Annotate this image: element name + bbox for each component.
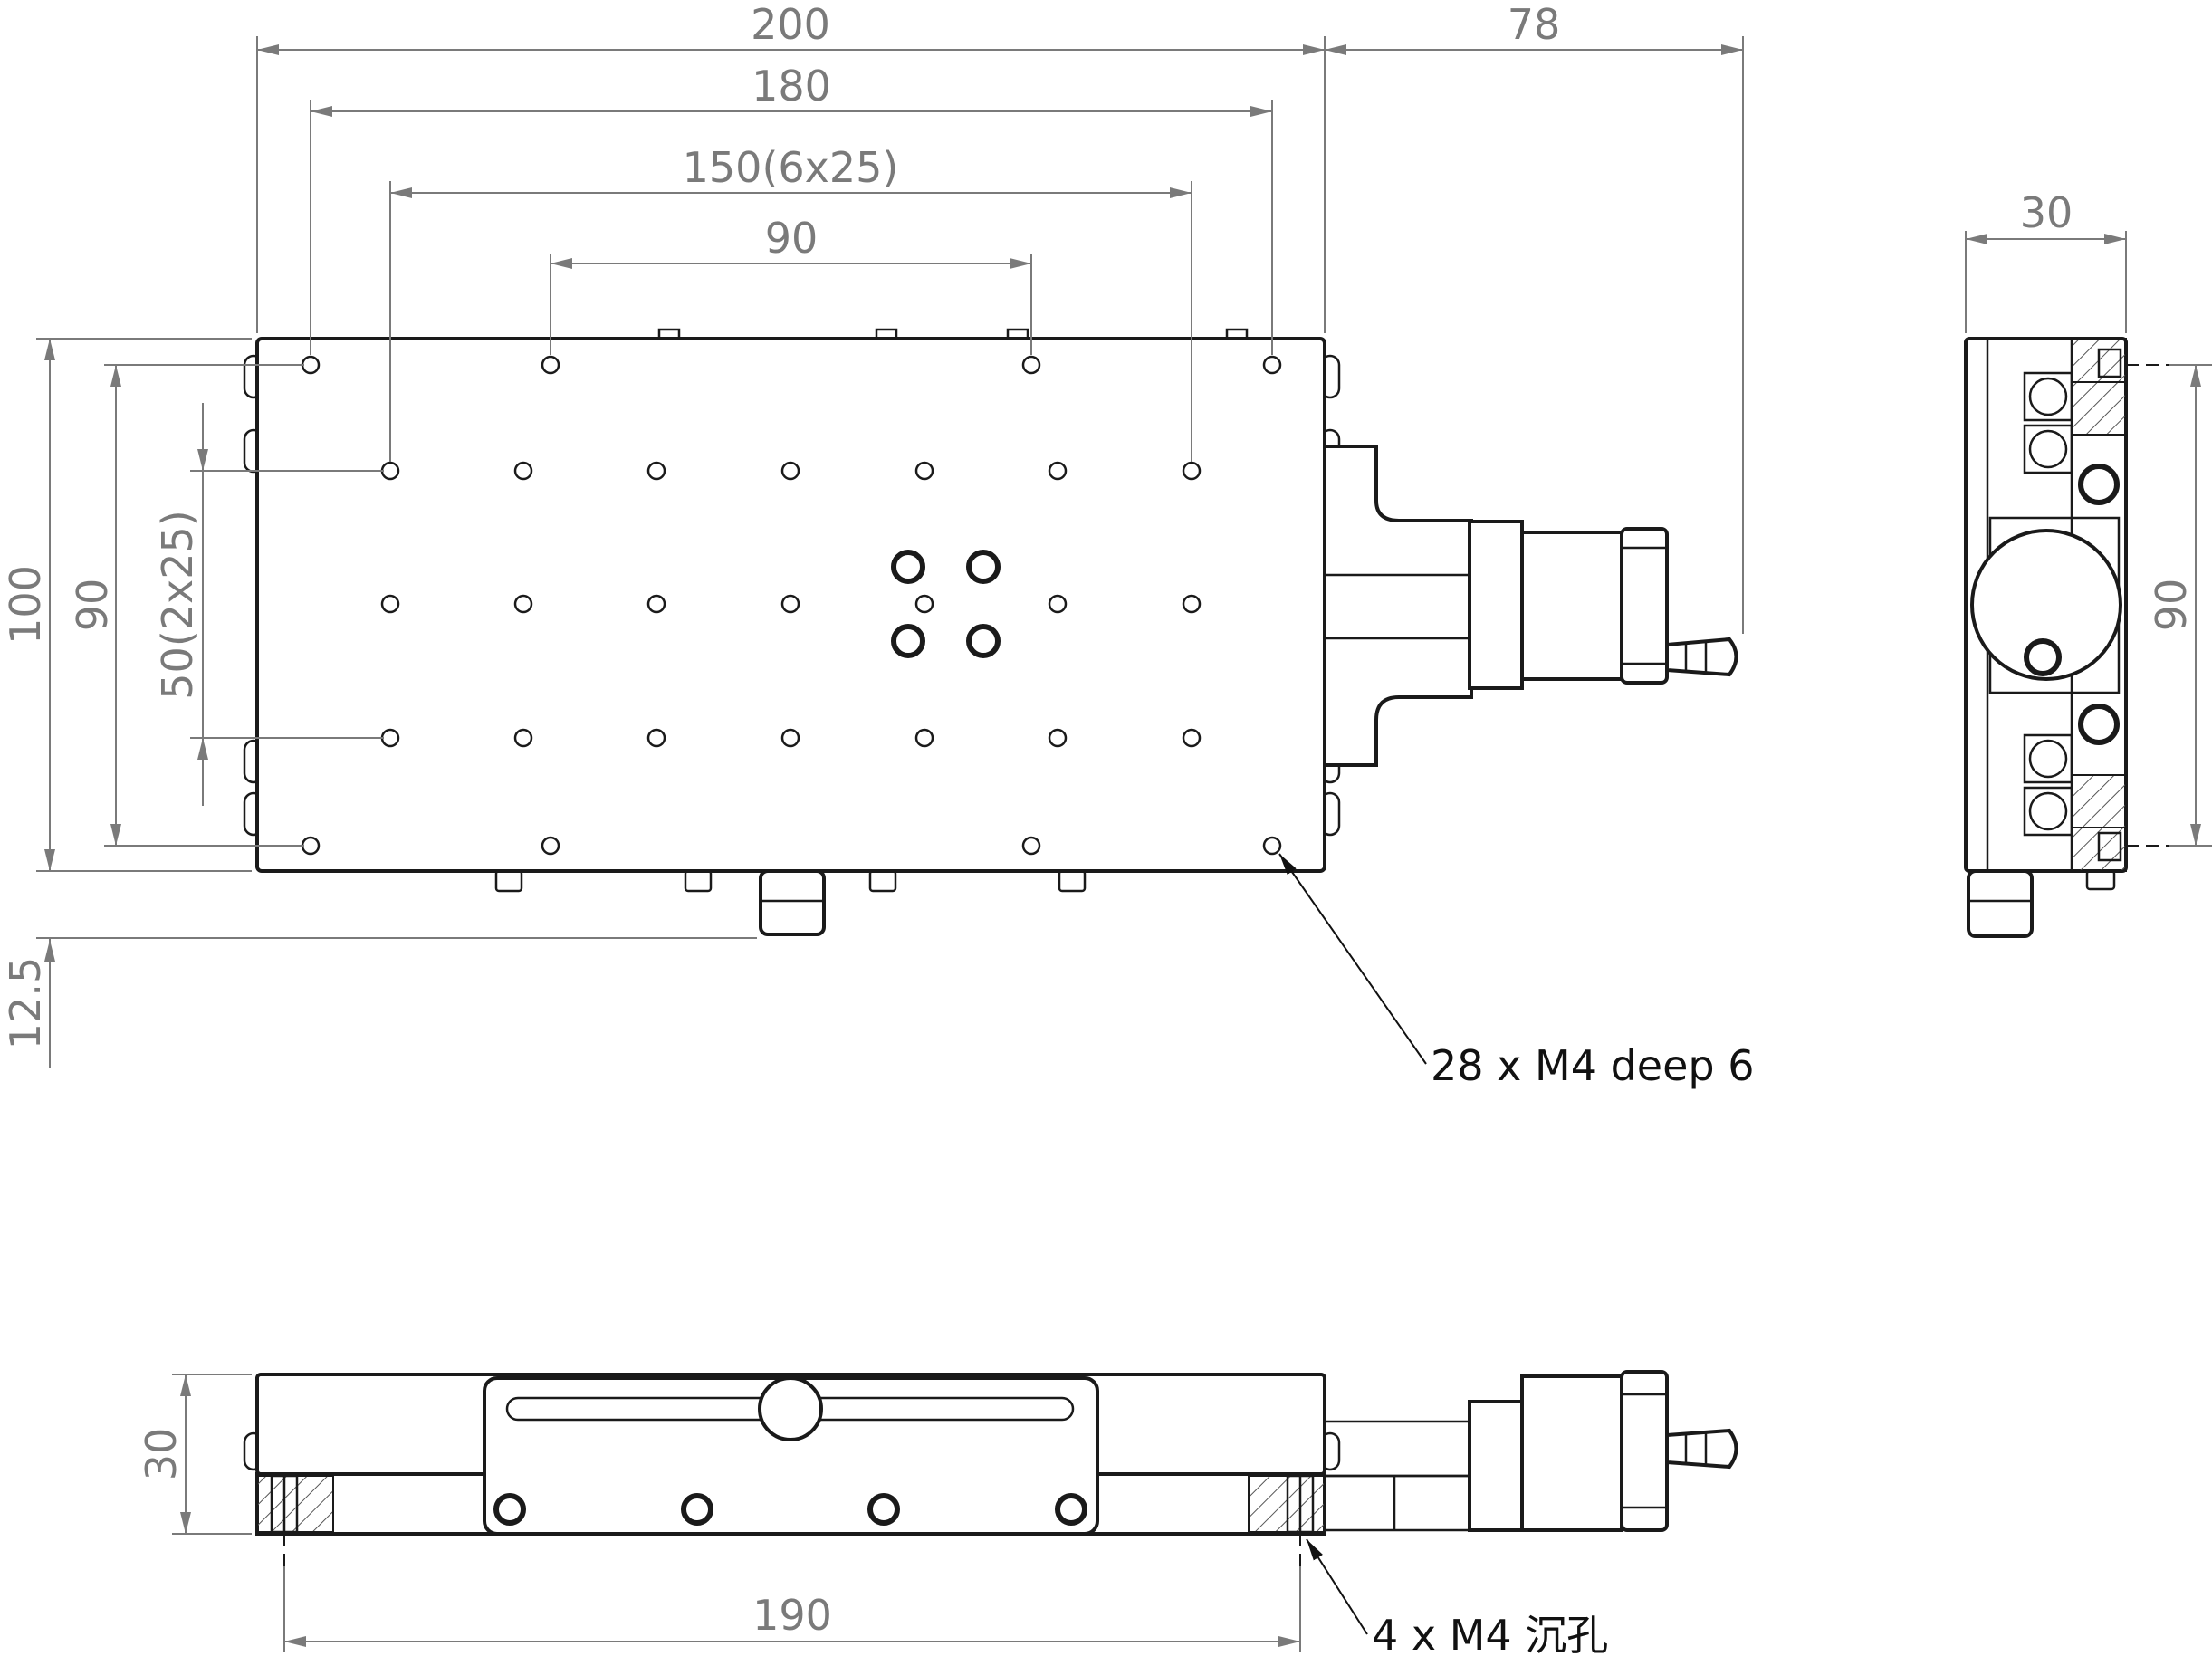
dim-side-height-90: 90 [2147,579,2196,632]
dim-top-width: 200 [751,0,830,49]
dim-height-100: 100 [1,565,50,645]
note-mount-holes: 4 x M4 沉孔 [1372,1611,1608,1660]
dim-mount-span: 190 [752,1591,832,1640]
front-view-dimensions: 30 190 4 x M4 沉孔 [137,1374,1608,1660]
top-view-dimensions: 200 78 180 150(6x25) 90 100 90 50(2x25) … [1,0,1754,1090]
dim-height-50: 50(2x25) [153,510,202,699]
dim-bottom-offset: 12.5 [1,957,50,1049]
dim-side-width: 30 [2020,188,2073,237]
note-top-holes: 28 x M4 deep 6 [1431,1041,1754,1090]
dim-height-90: 90 [68,579,117,632]
dim-motor-extension: 78 [1508,0,1561,49]
dim-hole-span-90: 90 [765,214,819,263]
side-view-dimensions: 30 90 [1965,188,2212,847]
dim-hole-span-180: 180 [752,62,831,110]
dim-hole-span-150: 150(6x25) [683,143,899,192]
dim-front-height: 30 [137,1428,186,1481]
side-view [1964,337,2169,938]
top-view [243,328,1738,936]
front-view [243,1370,1738,1566]
